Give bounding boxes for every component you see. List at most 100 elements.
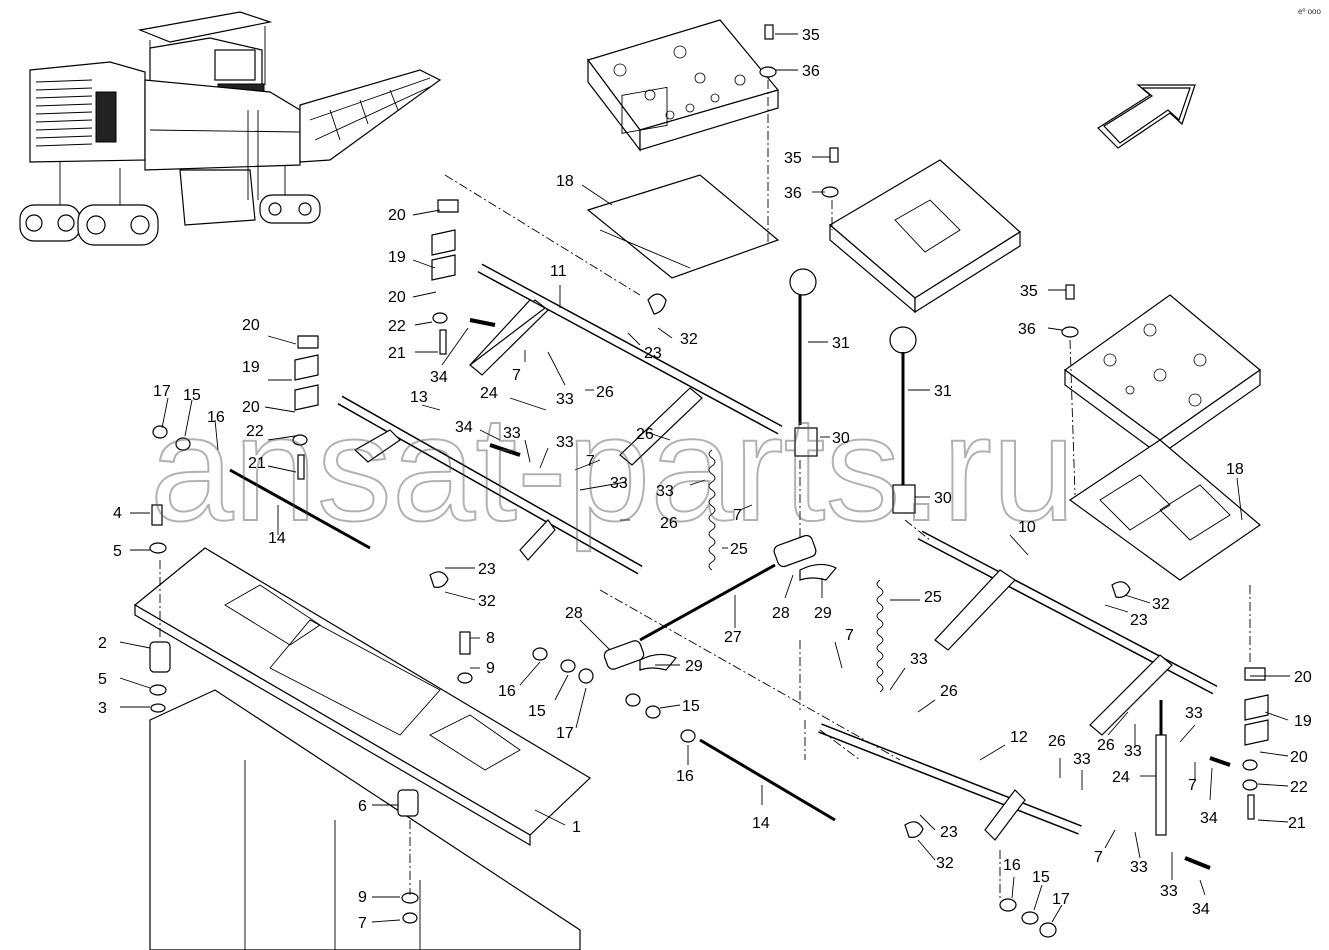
callout-26: 26 [596, 384, 614, 401]
shaft-11 [469, 263, 783, 466]
callout-13: 13 [410, 389, 428, 406]
callout-27: 27 [724, 629, 742, 646]
callout-4: 4 [113, 505, 122, 522]
callout-36: 36 [784, 185, 802, 202]
callout-34: 34 [455, 419, 473, 436]
callout-7: 7 [512, 367, 521, 384]
bolts [151, 24, 1255, 870]
callout-12: 12 [1010, 729, 1028, 746]
watermark-text: ansat-parts.ru [150, 384, 1075, 552]
callout-33: 33 [910, 651, 928, 668]
callout-20: 20 [242, 317, 260, 334]
callout-26: 26 [940, 683, 958, 700]
callout-21: 21 [1288, 815, 1306, 832]
clevis-28-30 [603, 427, 916, 671]
leader-lines [119, 33, 1290, 923]
callout-15: 15 [528, 703, 546, 720]
callout-26: 26 [636, 426, 654, 443]
mount-6 [397, 789, 419, 817]
callout-5: 5 [98, 671, 107, 688]
callout-7: 7 [845, 627, 854, 644]
callout-7: 7 [1188, 777, 1197, 794]
callout-34: 34 [1192, 901, 1210, 918]
callout-1: 1 [572, 819, 581, 836]
callout-20: 20 [1294, 669, 1312, 686]
callout-23: 23 [1130, 612, 1148, 629]
callout-15: 15 [1032, 869, 1050, 886]
track-left [19, 204, 81, 242]
callout-9: 9 [358, 889, 367, 906]
rod-27 [639, 563, 776, 642]
callout-18: 18 [1226, 461, 1244, 478]
callout-6: 6 [358, 798, 367, 815]
lower-housing [149, 689, 581, 950]
clamps [294, 199, 1269, 746]
callout-33: 33 [1130, 859, 1148, 876]
callout-32: 32 [1152, 596, 1170, 613]
callout-33: 33 [556, 391, 574, 408]
callout-15: 15 [183, 387, 201, 404]
callout-36: 36 [1018, 321, 1036, 338]
callout-34: 34 [1200, 810, 1218, 827]
rod-14-left [229, 468, 371, 550]
callout-23: 23 [940, 824, 958, 841]
callout-7: 7 [586, 453, 595, 470]
callout-17: 17 [556, 725, 574, 742]
callout-29: 29 [685, 658, 703, 675]
track-right [259, 194, 321, 224]
washers [149, 66, 1258, 938]
callout-21: 21 [388, 345, 406, 362]
track-middle [77, 204, 159, 246]
machine-illustration [19, 11, 442, 246]
panel-middle-right [828, 159, 1021, 314]
callout-16: 16 [207, 409, 225, 426]
callout-32: 32 [680, 331, 698, 348]
callout-10: 10 [1018, 519, 1036, 536]
callout-19: 19 [388, 249, 406, 266]
assembly-lines [159, 80, 1251, 900]
callout-20: 20 [388, 207, 406, 224]
lever-31-left [789, 268, 817, 425]
callout-7: 7 [358, 915, 367, 932]
panel-top-center [587, 19, 780, 152]
shaft-10 [917, 530, 1218, 736]
callout-14: 14 [268, 530, 286, 547]
callout-24: 24 [480, 385, 498, 402]
callout-33: 33 [1160, 883, 1178, 900]
callout-20: 20 [242, 399, 260, 416]
callout-25: 25 [924, 589, 942, 606]
callout-17: 17 [153, 383, 171, 400]
callout-26: 26 [1097, 737, 1115, 754]
callout-35: 35 [1020, 283, 1038, 300]
mount-2 [149, 641, 171, 673]
callout-33: 33 [556, 434, 574, 451]
callout-22: 22 [246, 423, 264, 440]
callout-24: 24 [1112, 769, 1130, 786]
callout-30: 30 [832, 430, 850, 447]
hooks-32 [429, 293, 1131, 838]
callout-26: 26 [1048, 733, 1066, 750]
callout-19: 19 [1294, 713, 1312, 730]
callout-16: 16 [1003, 857, 1021, 874]
callout-18: 18 [556, 173, 574, 190]
callout-32: 32 [936, 855, 954, 872]
callout-9: 9 [486, 660, 495, 677]
callout-16: 16 [498, 683, 516, 700]
callout-29: 29 [814, 605, 832, 622]
callout-14: 14 [752, 815, 770, 832]
callout-33: 33 [1073, 751, 1091, 768]
callout-5: 5 [113, 543, 122, 560]
callout-16: 16 [676, 768, 694, 785]
base-plate-1 [133, 547, 591, 847]
callout-34: 34 [430, 369, 448, 386]
callout-30: 30 [934, 490, 952, 507]
callout-2: 2 [98, 635, 107, 652]
gas-spring-24 [1155, 700, 1167, 836]
callout-8: 8 [486, 630, 495, 647]
callout-labels: 35 36 35 36 35 36 18 18 20 19 20 22 21 3… [98, 27, 1312, 932]
direction-arrow-icon [1097, 84, 1196, 149]
callout-19: 19 [242, 359, 260, 376]
callout-20: 20 [388, 289, 406, 306]
callout-23: 23 [644, 345, 662, 362]
callout-36: 36 [802, 63, 820, 80]
